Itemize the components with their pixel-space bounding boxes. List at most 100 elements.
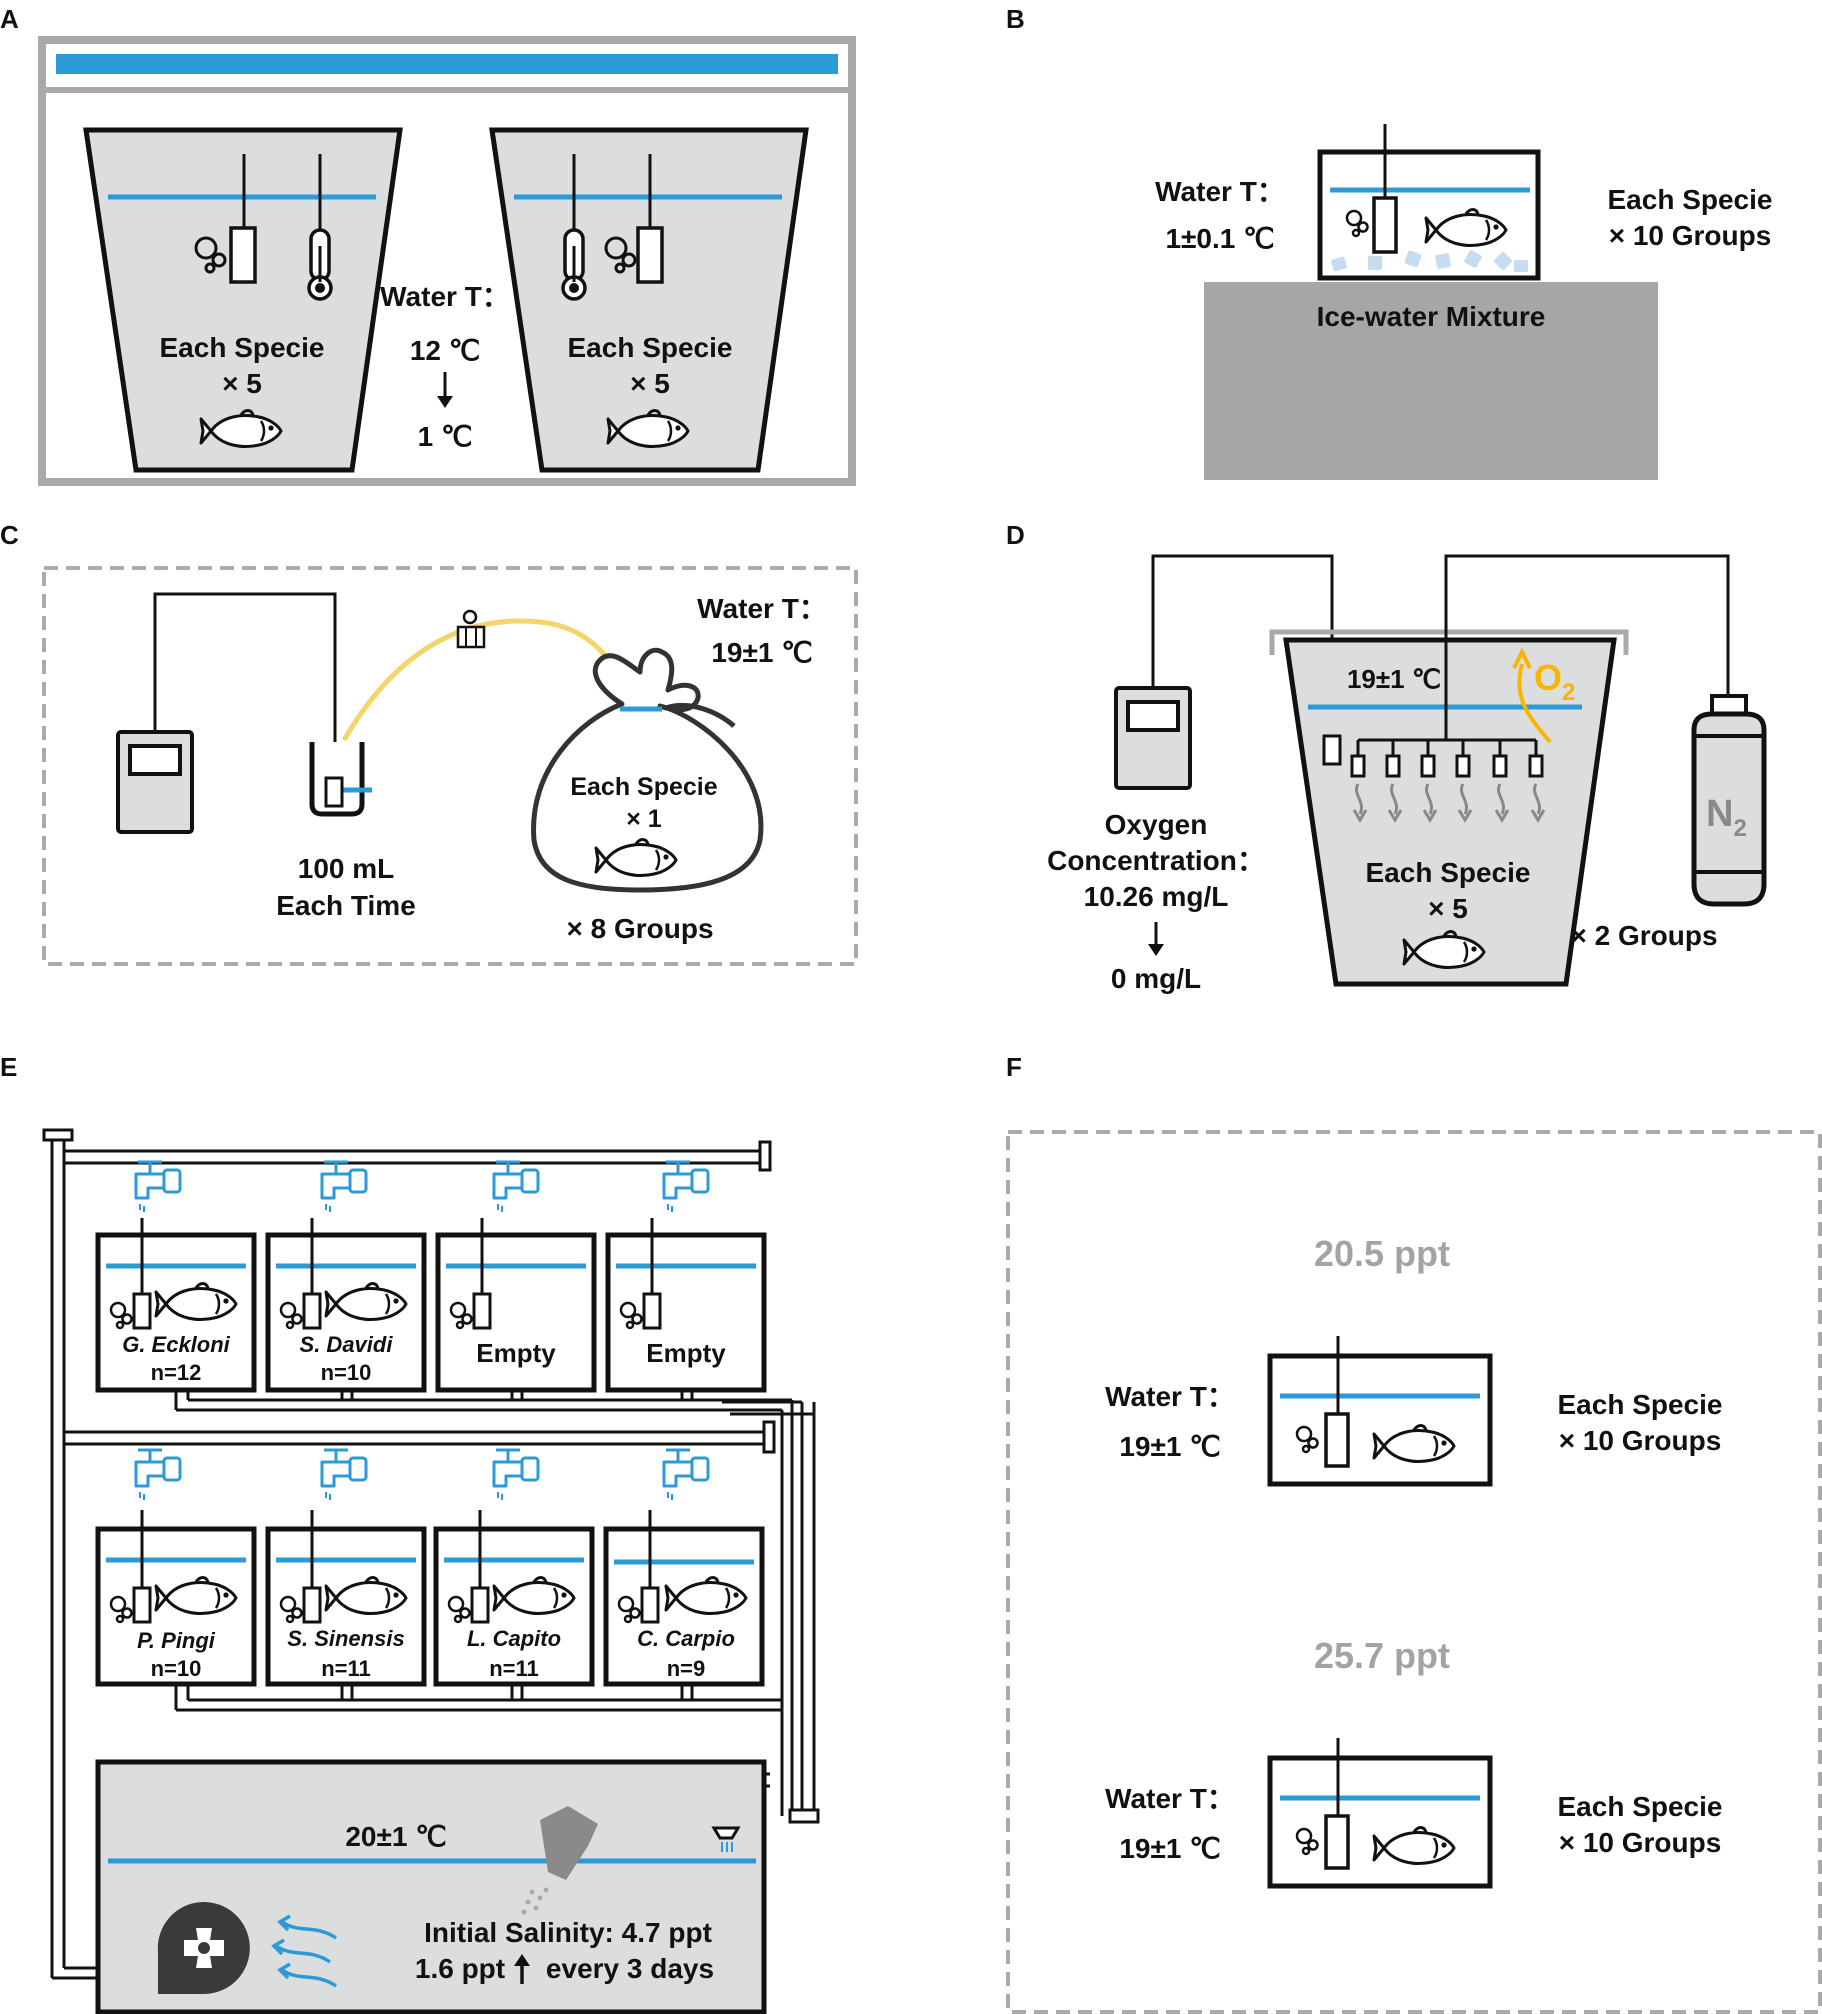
oxygen-probe-icon (302, 1586, 322, 1624)
groups-label: × 10 Groups (1609, 220, 1772, 251)
species-count: n=11 (489, 1656, 539, 1681)
sump-temperature: 20±1 ℃ (345, 1821, 446, 1852)
oxygen-probe-icon (1324, 1412, 1350, 1468)
oxygen-probe-icon (324, 776, 344, 808)
species-name: P. Pingi (137, 1628, 216, 1653)
groups-label: × 2 Groups (1570, 920, 1717, 951)
species-name: G. Eckloni (122, 1332, 230, 1357)
panel-d-letter: D (1006, 520, 1025, 550)
salt-shaker-icon (521, 1806, 598, 1915)
oxygen-meter-icon (116, 730, 194, 834)
panel-a-left-tank: Each Specie × 5 (83, 127, 403, 473)
pump-fan-icon (157, 1902, 250, 1994)
panel-f: F 20.5 ppt Water T： 19±1 ℃ Each Specie ×… (1006, 1052, 1822, 2014)
nitrogen-cylinder-icon (1691, 694, 1767, 907)
tank-count-label: × 5 (222, 368, 262, 399)
panel-e-letter: E (0, 1052, 17, 1082)
oxygen-label-line2: Concentration： (1047, 845, 1265, 876)
panel-c-dashed-border (42, 566, 858, 966)
nitrogen-symbol: N2 (1706, 793, 1747, 842)
groups-label: × 8 Groups (566, 913, 713, 944)
species-name: S. Davidi (300, 1332, 394, 1357)
count-label: × 5 (1428, 893, 1468, 924)
tank-count-label: × 5 (630, 368, 670, 399)
empty-label: Empty (476, 1338, 556, 1368)
water-t-label: Water T： (697, 593, 827, 624)
tank-specie-label: Each Specie (160, 332, 325, 363)
tank-c-carpio: C. Carpio n=9 (603, 1510, 765, 1687)
faucet-icon (662, 1160, 710, 1214)
meter-cable (153, 592, 337, 788)
temperature-start: 12 ℃ (410, 335, 480, 366)
tube-clip-icon (456, 609, 486, 649)
panel-c: C Water T： 19±1 ℃ 100 mL Each Time Each … (0, 520, 858, 966)
panel-f-upper-tank (1267, 1336, 1493, 1487)
faucet-icon (662, 1448, 710, 1502)
oxygen-probe-icon (470, 1586, 490, 1624)
panel-a-light-bar (56, 54, 838, 74)
panel-a-right-tank: Each Specie × 5 (489, 127, 809, 473)
panel-a-letter: A (0, 4, 19, 34)
oxygen-arrowhead-icon (1512, 647, 1532, 669)
oxygen-meter-icon (1114, 686, 1192, 790)
species-count: n=9 (667, 1656, 706, 1681)
faucet-icon (320, 1448, 368, 1502)
water-t-label: Water T： (1105, 1783, 1235, 1814)
groups-label: × 10 Groups (1559, 1425, 1722, 1456)
bag-specie-label: Each Specie (570, 773, 717, 801)
sump-tank: 20±1 ℃ (95, 1759, 767, 2014)
panel-b-letter: B (1006, 4, 1025, 34)
inlet-sprinkler-icon (711, 1826, 741, 1852)
species-name: S. Sinensis (287, 1626, 404, 1651)
panel-b-tank (1317, 124, 1541, 281)
specie-label: Each Specie (1366, 857, 1531, 888)
bag-count-label: × 1 (626, 805, 662, 833)
tank-specie-label: Each Specie (568, 332, 733, 363)
oxygen-probe-icon (642, 1292, 662, 1330)
sample-frequency: Each Time (276, 890, 416, 921)
specie-label: Each Specie (1558, 1389, 1723, 1420)
tank-g-eckloni: G. Eckloni n=12 (95, 1218, 257, 1393)
water-t-label: Water T： (1155, 176, 1285, 207)
panel-c-letter: C (0, 520, 19, 550)
oxygen-probe-icon (1322, 734, 1342, 766)
panel-d-tank: O2 19±1 ℃ Each Specie × 5 (1283, 554, 1730, 987)
panel-f-lower-tank (1267, 1738, 1493, 1889)
nitrogen-line (1444, 554, 1730, 740)
oxygen-probe-icon (132, 1586, 152, 1624)
oxygen-probe-icon (1324, 1814, 1350, 1870)
tank-empty-2: Empty (605, 1218, 767, 1393)
oxygen-end: 0 mg/L (1111, 963, 1201, 994)
panel-e: E (0, 1052, 820, 2014)
tank-empty-1: Empty (435, 1218, 597, 1393)
ice-water-label: Ice-water Mixture (1317, 301, 1546, 332)
water-t-value: 19±1 ℃ (711, 637, 812, 668)
sample-beaker (309, 742, 372, 817)
temperature-end: 1 ℃ (418, 421, 473, 452)
specie-label: Each Specie (1608, 184, 1773, 215)
sample-bag (531, 647, 764, 893)
panel-a: A Each Specie × 5 (0, 4, 856, 486)
salinity-increment: 1.6 ppt (415, 1953, 505, 1984)
panel-d: D O2 19±1 ℃ Each Specie × 5 (1006, 520, 1767, 994)
flow-arrows-icon (271, 1914, 338, 1988)
oxygen-label-line1: Oxygen (1105, 809, 1208, 840)
panel-f-dashed-border (1006, 1130, 1822, 2014)
oxygen-probe-icon (229, 226, 257, 284)
species-name: L. Capito (467, 1626, 561, 1651)
panel-f-letter: F (1006, 1052, 1022, 1082)
tank-p-pingi: P. Pingi n=10 (95, 1510, 257, 1687)
salinity-interval: every 3 days (546, 1953, 714, 1984)
oxygen-escape-arrow (1517, 663, 1552, 744)
down-arrow-icon (1148, 922, 1164, 956)
salinity-lower: 25.7 ppt (1314, 1635, 1450, 1676)
faucet-icon (492, 1448, 540, 1502)
down-arrow-icon (437, 372, 453, 408)
tank-lid (1269, 629, 1629, 655)
oxygen-probe-icon (132, 1292, 152, 1330)
oxygen-probe-icon (1372, 196, 1398, 254)
water-t-label: Water T： (380, 281, 510, 312)
gas-diffusers (1350, 740, 1546, 823)
ice-cubes-icon (1331, 250, 1528, 272)
sample-volume: 100 mL (298, 853, 395, 884)
